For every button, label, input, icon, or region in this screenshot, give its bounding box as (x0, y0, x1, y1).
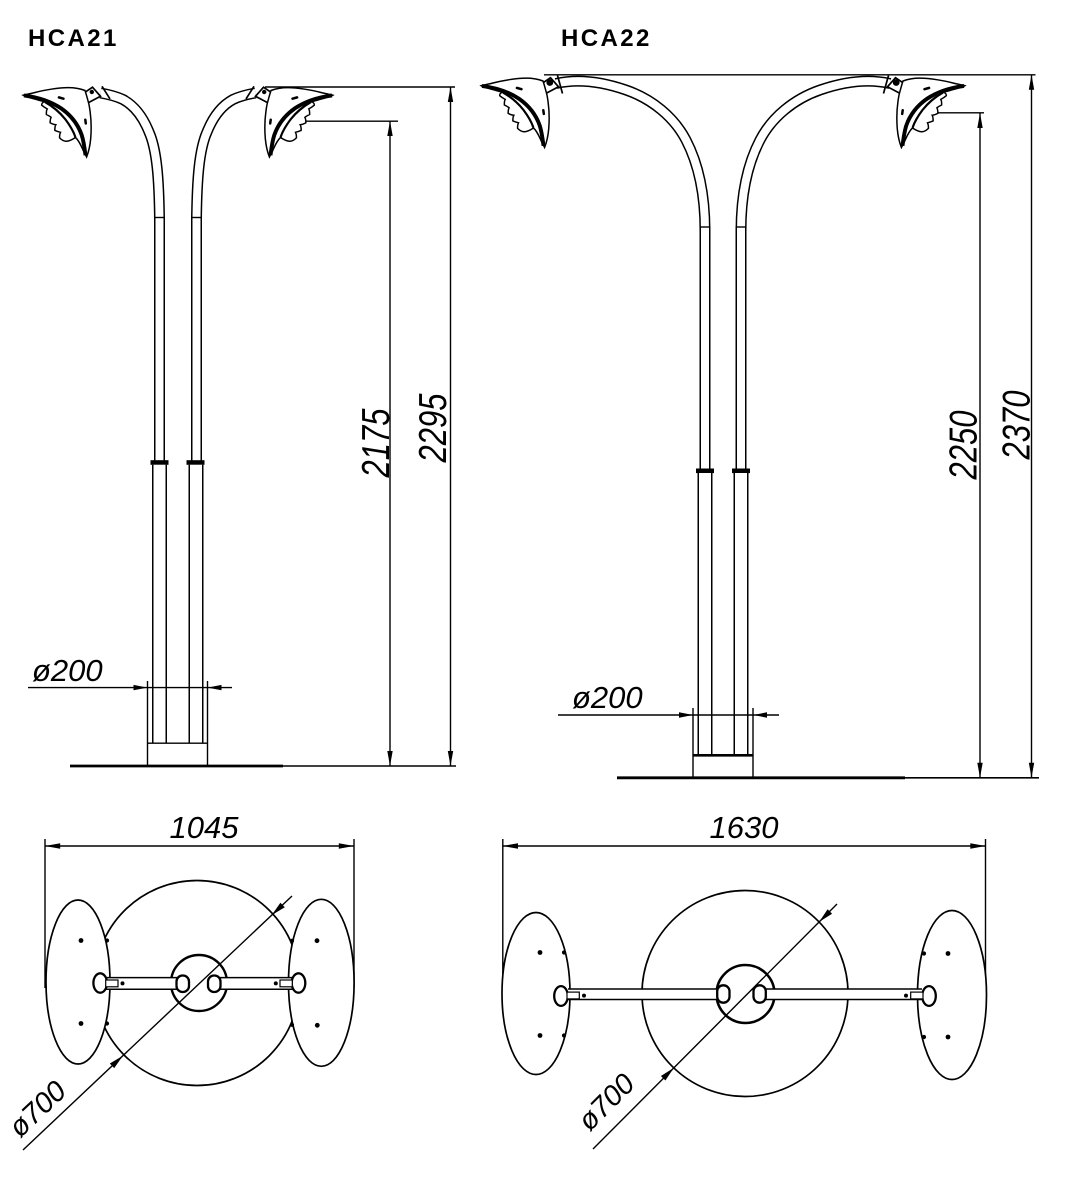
svg-text:2295: 2295 (412, 393, 455, 463)
svg-text:2370: 2370 (995, 390, 1038, 460)
svg-text:ø200: ø200 (32, 653, 103, 688)
svg-text:2250: 2250 (942, 410, 985, 480)
svg-text:HCA21: HCA21 (28, 25, 119, 52)
svg-text:2175: 2175 (355, 408, 398, 478)
svg-text:1045: 1045 (170, 810, 240, 845)
svg-text:1630: 1630 (710, 810, 779, 845)
svg-text:HCA22: HCA22 (561, 25, 652, 52)
svg-text:ø200: ø200 (572, 680, 643, 715)
